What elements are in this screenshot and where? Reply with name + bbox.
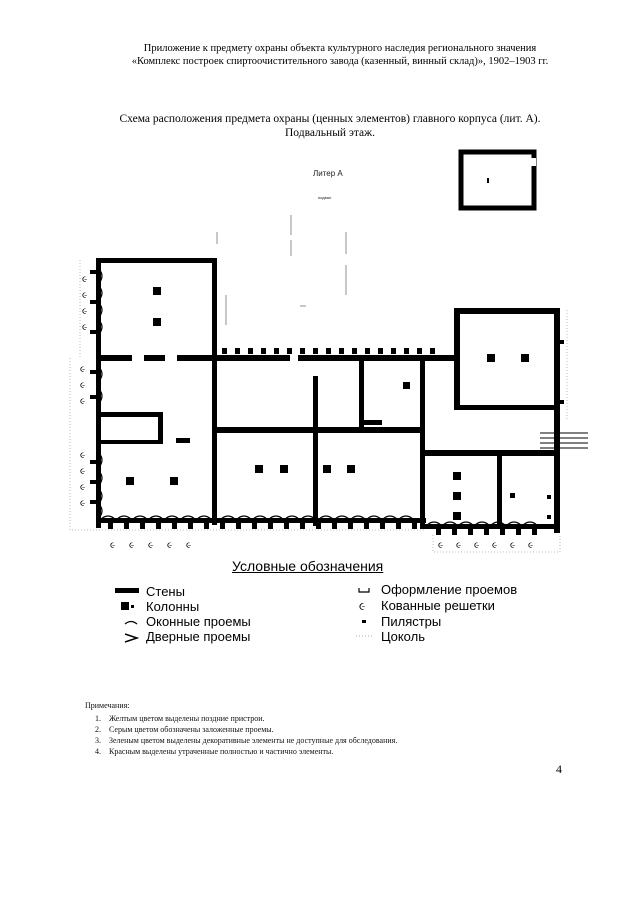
spiral-icon: ૯: [492, 541, 497, 551]
spiral-icon: ૯: [80, 499, 85, 509]
plan-label-liter: Литер А: [313, 169, 343, 178]
note-item: Серым цветом обозначены заложенные проем…: [103, 724, 397, 735]
window-arcs: [97, 267, 539, 527]
spiral-icon: ૯: [82, 307, 87, 317]
scheme-title: Схема расположения предмета охраны (ценн…: [60, 112, 600, 140]
pilasters-bottom: [90, 270, 564, 535]
door-symbol: [124, 633, 140, 643]
legend-pilasters: Пилястры: [381, 614, 442, 629]
spiral-icon: ૯: [80, 397, 85, 407]
pilaster-symbol: [362, 620, 366, 623]
opening-symbol: [358, 588, 370, 593]
faint-marks: [216, 215, 347, 325]
legend-symbols: ૯: [115, 588, 372, 643]
spiral-icon: ૯: [438, 541, 443, 551]
spiral-icon: ૯: [456, 541, 461, 551]
wall-symbol: [115, 588, 139, 593]
spiral-icon: ૯: [129, 541, 134, 551]
legend-grilles: Кованные решетки: [381, 598, 495, 613]
legend-title: Условные обозначения: [232, 558, 384, 574]
columns: [126, 287, 529, 520]
stair-lines: [540, 432, 588, 449]
spiral-icon: ૯: [80, 467, 85, 477]
spiral-icon: ૯: [80, 381, 85, 391]
spiral-icon: ૯: [82, 291, 87, 301]
document-header: Приложение к предмету охраны объекта кул…: [60, 42, 620, 68]
page-number: 4: [556, 762, 562, 776]
spiral-icon: ૯: [474, 541, 479, 551]
title-line-1: Схема расположения предмета охраны (ценн…: [119, 113, 541, 125]
spiral-icon: ૯: [82, 323, 87, 333]
spiral-icon: ૯: [110, 541, 115, 551]
column-symbol: [121, 602, 134, 610]
header-line-1: Приложение к предмету охраны объекта кул…: [143, 43, 537, 54]
spiral-icon: ૯: [510, 541, 515, 551]
legend-doors: Дверные проемы: [146, 629, 251, 644]
notes-list: Желтым цветом выделены поздние пристрои.…: [103, 713, 397, 757]
spiral-icon: ૯: [82, 275, 87, 285]
legend-plinth: Цоколь: [381, 629, 425, 644]
spiral-icon: ૯: [167, 541, 172, 551]
spiral-icon: ૯: [528, 541, 533, 551]
detached-building: [458, 149, 537, 211]
window-openings: [132, 355, 298, 361]
notes-heading: Примечания:: [85, 701, 130, 710]
legend-openings: Оформление проемов: [381, 582, 518, 597]
note-item: Зеленым цветом выделены декоративные эле…: [103, 735, 397, 746]
legend-columns: Колонны: [146, 599, 200, 614]
spiral-icon: ૯: [80, 365, 85, 375]
floor-plan: Литер А подвал: [69, 149, 588, 553]
plan-label-small: подвал: [318, 195, 332, 200]
plinth-outline: [69, 260, 568, 553]
notes: Примечания: Желтым цветом выделены поздн…: [85, 700, 397, 757]
title-line-2: Подвальный этаж.: [285, 127, 375, 139]
spiral-icon: ૯: [148, 541, 153, 551]
header-line-2: «Комплекс построек спиртоочистительного …: [131, 56, 549, 67]
note-item: Красным выделены утраченные полностью и …: [103, 746, 397, 757]
note-item: Желтым цветом выделены поздние пристрои.: [103, 713, 397, 724]
spiral-icon: ૯: [80, 451, 85, 461]
spiral-icon: ૯: [80, 483, 85, 493]
grilles: ૯ ૯ ૯ ૯ ૯ ૯ ૯ ૯ ૯ ૯ ૯ ૯ ૯ ૯ ૯ ૯ ૯ ૯ ૯ ૯ …: [80, 275, 533, 551]
legend-walls: Стены: [146, 584, 185, 599]
spiral-icon: ૯: [186, 541, 191, 551]
spiral-icon: ૯: [359, 600, 366, 613]
legend-windows: Оконные проемы: [146, 614, 251, 629]
window-symbol: [124, 620, 138, 625]
walls: [96, 258, 560, 533]
pilasters-middle: [222, 348, 435, 354]
